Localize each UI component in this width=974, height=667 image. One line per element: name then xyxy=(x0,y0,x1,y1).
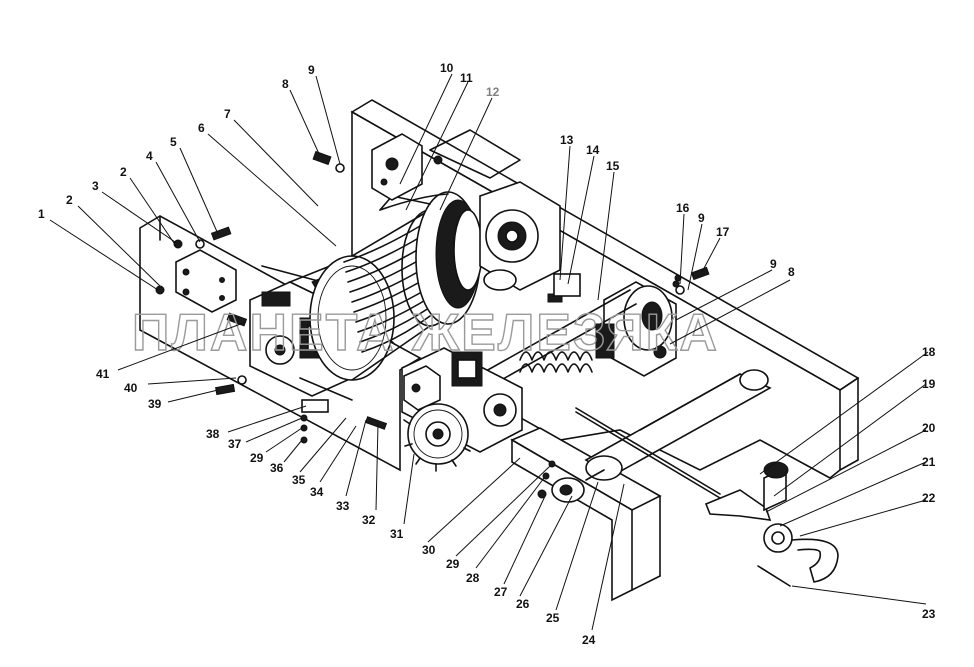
callout-11: 11 xyxy=(460,71,473,85)
callout-33: 33 xyxy=(336,499,350,513)
callout-8b: 8 xyxy=(788,265,795,279)
watermark-text: ПЛАНЕТА ЖЕЛЕЗЯКА xyxy=(132,304,719,362)
callout-29a: 29 xyxy=(446,557,460,571)
callout-24: 24 xyxy=(582,633,596,647)
leader-lines xyxy=(49,73,929,631)
callout-29b: 29 xyxy=(250,451,264,465)
callout-8a: 8 xyxy=(282,77,289,91)
callout-22: 22 xyxy=(922,491,936,505)
callout-25: 25 xyxy=(546,611,560,625)
callout-2b: 2 xyxy=(120,165,127,179)
upper-bearing-bracket xyxy=(371,133,423,201)
callout-16: 16 xyxy=(676,201,690,215)
callout-9a: 9 xyxy=(308,63,315,77)
worm-shaft-spring xyxy=(469,289,637,393)
lower-sprocket xyxy=(403,403,471,472)
callout-27: 27 xyxy=(494,585,508,599)
callout-18: 18 xyxy=(922,345,936,359)
callout-19: 19 xyxy=(922,377,936,391)
callout-40: 40 xyxy=(124,381,138,395)
callout-20: 20 xyxy=(922,421,936,435)
callout-13: 13 xyxy=(560,133,574,147)
callout-1: 1 xyxy=(38,207,45,221)
callout-21: 21 xyxy=(922,455,936,469)
callout-9c: 9 xyxy=(770,257,777,271)
callout-labels: 1 2 2 3 4 5 6 7 8 9 10 11 12 13 14 15 16… xyxy=(38,61,936,647)
callout-26: 26 xyxy=(516,597,530,611)
callout-10: 10 xyxy=(440,61,454,75)
callout-37: 37 xyxy=(228,437,242,451)
callout-2a: 2 xyxy=(66,193,73,207)
callout-23: 23 xyxy=(922,607,936,621)
callout-35: 35 xyxy=(292,473,306,487)
callout-3: 3 xyxy=(92,179,99,193)
callout-32: 32 xyxy=(362,513,376,527)
callout-31: 31 xyxy=(390,527,404,541)
callout-4: 4 xyxy=(146,149,153,163)
callout-30: 30 xyxy=(422,543,436,557)
hydraulic-motor xyxy=(429,129,561,291)
callout-38: 38 xyxy=(206,427,220,441)
callout-5: 5 xyxy=(170,135,177,149)
callout-17: 17 xyxy=(716,225,730,239)
right-gearbox xyxy=(603,274,682,377)
callout-7: 7 xyxy=(224,107,231,121)
callout-14: 14 xyxy=(586,143,600,157)
hydraulic-cylinder xyxy=(551,369,772,503)
callout-36: 36 xyxy=(270,461,284,475)
callout-15: 15 xyxy=(606,159,620,173)
callout-39: 39 xyxy=(148,397,162,411)
callout-41: 41 xyxy=(96,367,110,381)
callout-9b: 9 xyxy=(698,211,705,225)
cable-and-hook xyxy=(575,407,839,583)
callout-6: 6 xyxy=(198,121,205,135)
callout-34: 34 xyxy=(310,485,324,499)
fasteners xyxy=(155,150,710,499)
brake-wheel xyxy=(379,191,483,325)
cotter-pin xyxy=(757,565,791,587)
callout-12: 12 xyxy=(486,85,500,99)
callout-28: 28 xyxy=(466,571,480,585)
